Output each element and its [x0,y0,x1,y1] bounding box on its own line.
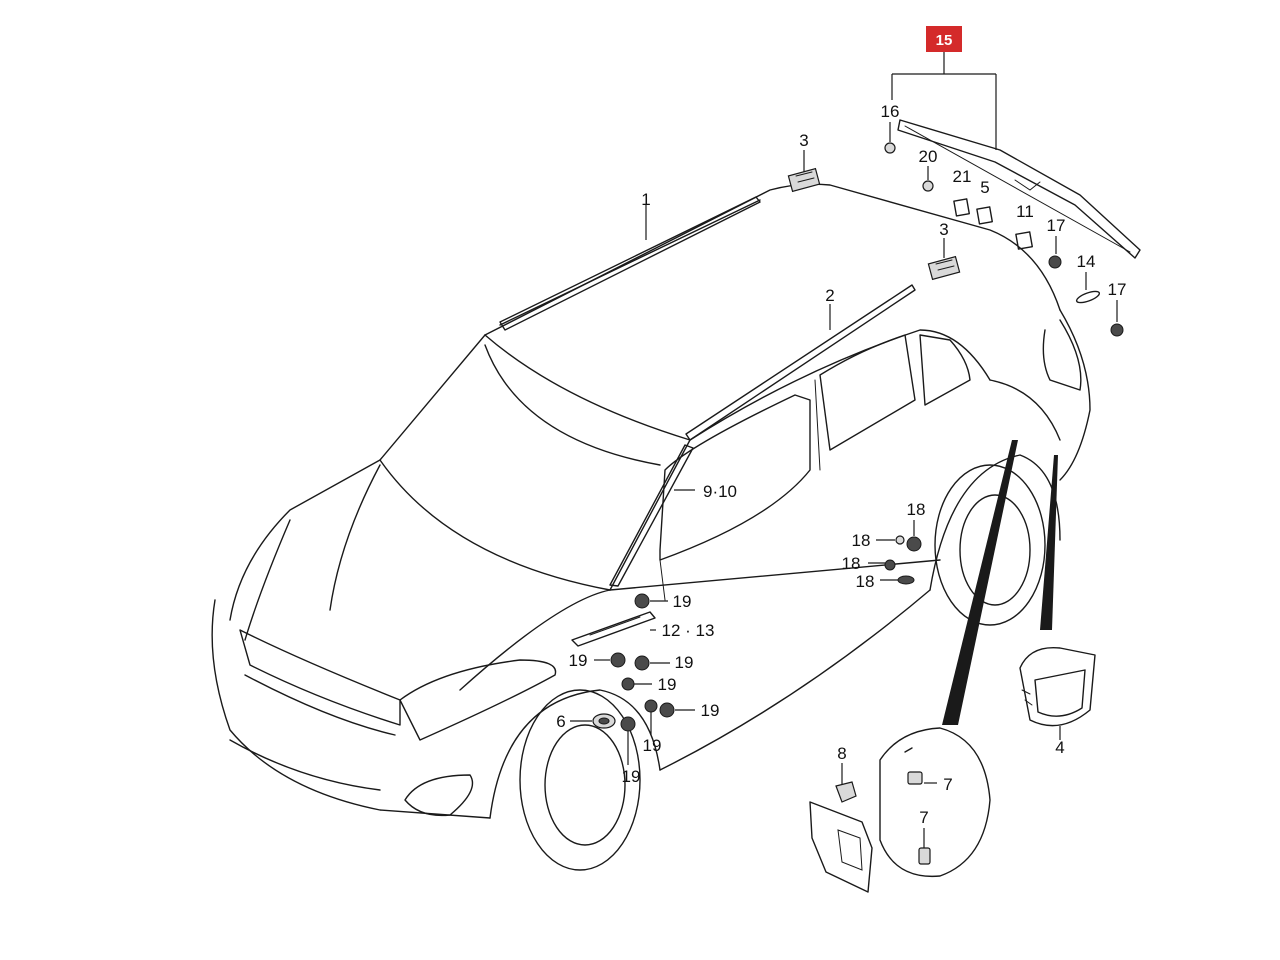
part-5-pad [976,206,993,225]
label-part-21: 21 [953,167,972,186]
label-part-4: 4 [1055,738,1064,757]
label-part-18-b: 18 [852,531,871,550]
label-part-6: 6 [556,712,565,731]
label-part-19-e: 19 [701,701,720,720]
label-part-14: 14 [1077,252,1096,271]
part-19-grommets [610,593,675,732]
label-part-18-d: 18 [856,572,875,591]
part-17-grommet-upper [1048,255,1062,269]
part-14-seal [1075,290,1101,304]
part-21-pad [953,198,970,217]
label-part-1: 1 [641,190,650,209]
label-part-19-b: 19 [569,651,588,670]
label-part-7-lower: 7 [919,808,928,827]
label-part-20: 20 [919,147,938,166]
label-part-5: 5 [980,178,989,197]
part-20-nut [922,180,934,192]
label-part-17-upper: 17 [1047,216,1066,235]
part-18-grommets [884,535,922,585]
fuel-pocket-housing [1019,646,1096,727]
part-16-nut [884,142,896,154]
part-labels: 1 2 3 3 4 5 6 7 7 8 9·10 11 12 · 13 14 1… [556,102,1126,827]
part-11-pad [1015,231,1033,250]
leader-wedge-fuel-pocket [1040,455,1058,630]
label-part-17-lower: 17 [1108,280,1127,299]
part-3-clip-front [787,167,821,193]
rear-spoiler [897,119,1141,259]
label-part-7-upper: 7 [943,775,952,794]
label-part-19-d: 19 [658,675,677,694]
label-part-9-10: 9·10 [703,482,737,501]
label-part-3-front: 3 [799,131,808,150]
label-part-18-a: 18 [907,500,926,519]
callout-part-15-box [926,26,962,52]
part-12-13-trim [571,611,656,647]
label-part-19-g: 19 [622,767,641,786]
label-part-19-c: 19 [675,653,694,672]
fuel-filler-door [879,727,991,878]
part-17-grommet-lower [1110,323,1124,337]
callout-part-15: 15 [891,26,997,150]
label-part-16: 16 [881,102,900,121]
car-body-outline [211,183,1091,871]
label-part-19-f: 19 [643,736,662,755]
callout-part-15-label: 15 [936,32,953,49]
label-part-19-a: 19 [673,592,692,611]
label-part-18-c: 18 [842,554,861,573]
part-3-clip-rear [927,255,961,281]
part-6-grommet [592,713,616,729]
label-part-11: 11 [1016,202,1034,221]
fuel-door-hinge [809,781,873,893]
label-part-8: 8 [837,744,846,763]
label-part-2: 2 [825,286,834,305]
leader-wedge-fuel-door [942,440,1018,725]
label-part-12-13: 12 · 13 [662,621,715,640]
label-part-3-rear: 3 [939,220,948,239]
leader-lines [570,122,1118,848]
